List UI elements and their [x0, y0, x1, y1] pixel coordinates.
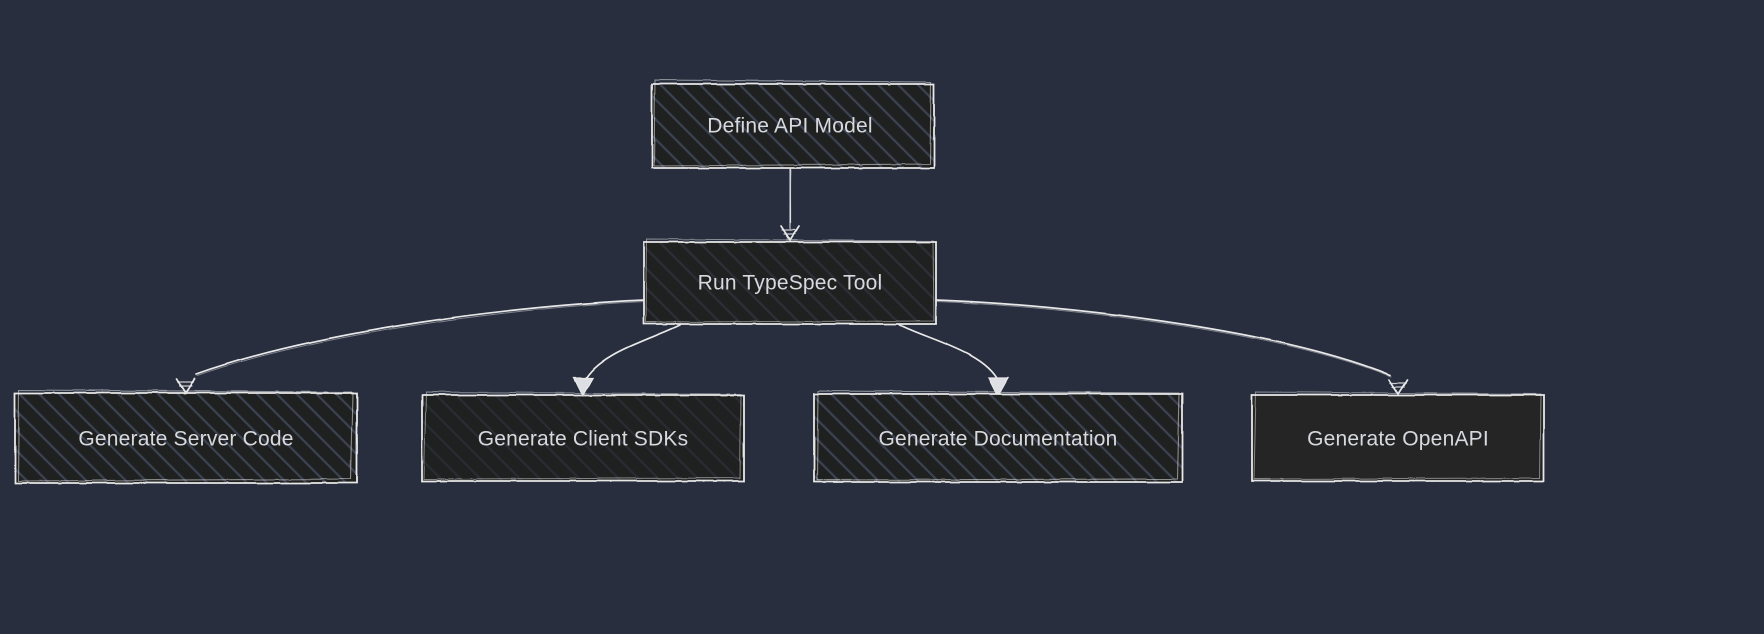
node-generate-documentation-label: Generate Documentation	[878, 428, 1117, 451]
edge-layer	[176, 167, 1408, 398]
edge-run-to-server	[195, 299, 647, 376]
node-generate-documentation-body	[814, 394, 1182, 482]
edge-run-to-client	[583, 324, 681, 383]
arrowhead-run-to-openapi	[1388, 379, 1408, 396]
node-generate-openapi-body	[1252, 395, 1544, 481]
node-generate-openapi-outline	[1251, 394, 1545, 482]
node-run-typespec-tool-label: Run TypeSpec Tool	[698, 272, 883, 295]
node-generate-client-sdks-label: Generate Client SDKs	[478, 428, 689, 451]
edge-define-to-run	[789, 167, 792, 230]
node-generate-openapi[interactable]: Generate OpenAPI	[1251, 391, 1545, 482]
node-generate-server-code-body	[15, 393, 357, 483]
node-generate-server-code[interactable]: Generate Server Code	[14, 389, 358, 484]
node-generate-client-sdks-body-hatch	[422, 395, 744, 481]
node-generate-openapi-outline-dup	[1253, 391, 1542, 480]
node-define-api-model-label: Define API Model	[707, 115, 872, 138]
node-generate-server-code-outline-dup	[17, 389, 354, 482]
node-layer: Define API Model Run TypeSpec Tool	[14, 79, 1545, 484]
arrowhead-run-to-client	[572, 377, 595, 398]
node-generate-openapi-label: Generate OpenAPI	[1307, 428, 1489, 451]
node-define-api-model-outline-dup	[653, 79, 932, 167]
node-define-api-model-body	[652, 84, 934, 168]
node-generate-documentation[interactable]: Generate Documentation	[813, 390, 1183, 483]
node-run-typespec-tool-outline	[643, 241, 937, 325]
node-generate-client-sdks-outline-dup	[423, 391, 742, 480]
edge-run-to-openapi	[935, 299, 1392, 377]
arrowhead-run-to-docs	[987, 377, 1010, 398]
node-define-api-model-outline	[651, 83, 935, 169]
node-generate-client-sdks[interactable]: Generate Client SDKs	[421, 391, 745, 482]
node-generate-server-code-label: Generate Server Code	[78, 428, 293, 451]
node-define-api-model[interactable]: Define API Model	[651, 79, 935, 169]
node-generate-client-sdks-outline	[421, 394, 745, 482]
node-run-typespec-tool-outline-dup	[645, 238, 935, 323]
node-generate-documentation-outline-dup	[816, 390, 1180, 481]
node-run-typespec-tool[interactable]: Run TypeSpec Tool	[643, 238, 937, 325]
node-generate-server-code-outline	[14, 392, 358, 484]
edge-run-to-docs	[899, 324, 1000, 383]
node-generate-documentation-outline	[813, 393, 1183, 483]
node-run-typespec-tool-body-hatch	[644, 242, 936, 324]
